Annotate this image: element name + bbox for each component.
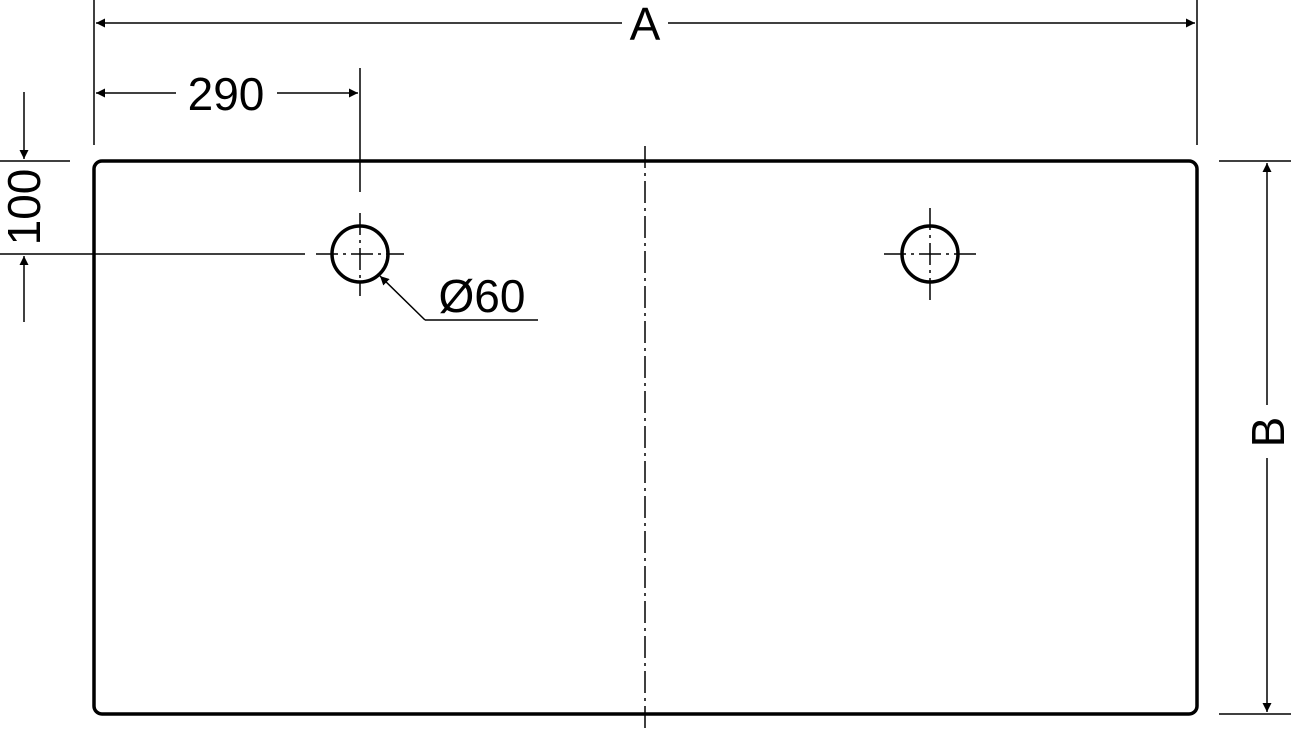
hole-left <box>316 213 404 296</box>
diameter-leader: Ø60 <box>379 270 538 322</box>
dimension-100: 100 <box>0 92 50 322</box>
hole-right <box>884 208 976 300</box>
dimension-a: A <box>96 0 1195 50</box>
dimension-100-label: 100 <box>0 169 50 246</box>
dimension-290-label: 290 <box>188 68 265 120</box>
dimension-b: B <box>1242 163 1291 712</box>
diameter-label: Ø60 <box>439 270 526 322</box>
dimension-a-label: A <box>630 0 661 50</box>
dimension-290: 290 <box>96 68 358 120</box>
dimension-b-label: B <box>1242 417 1291 448</box>
